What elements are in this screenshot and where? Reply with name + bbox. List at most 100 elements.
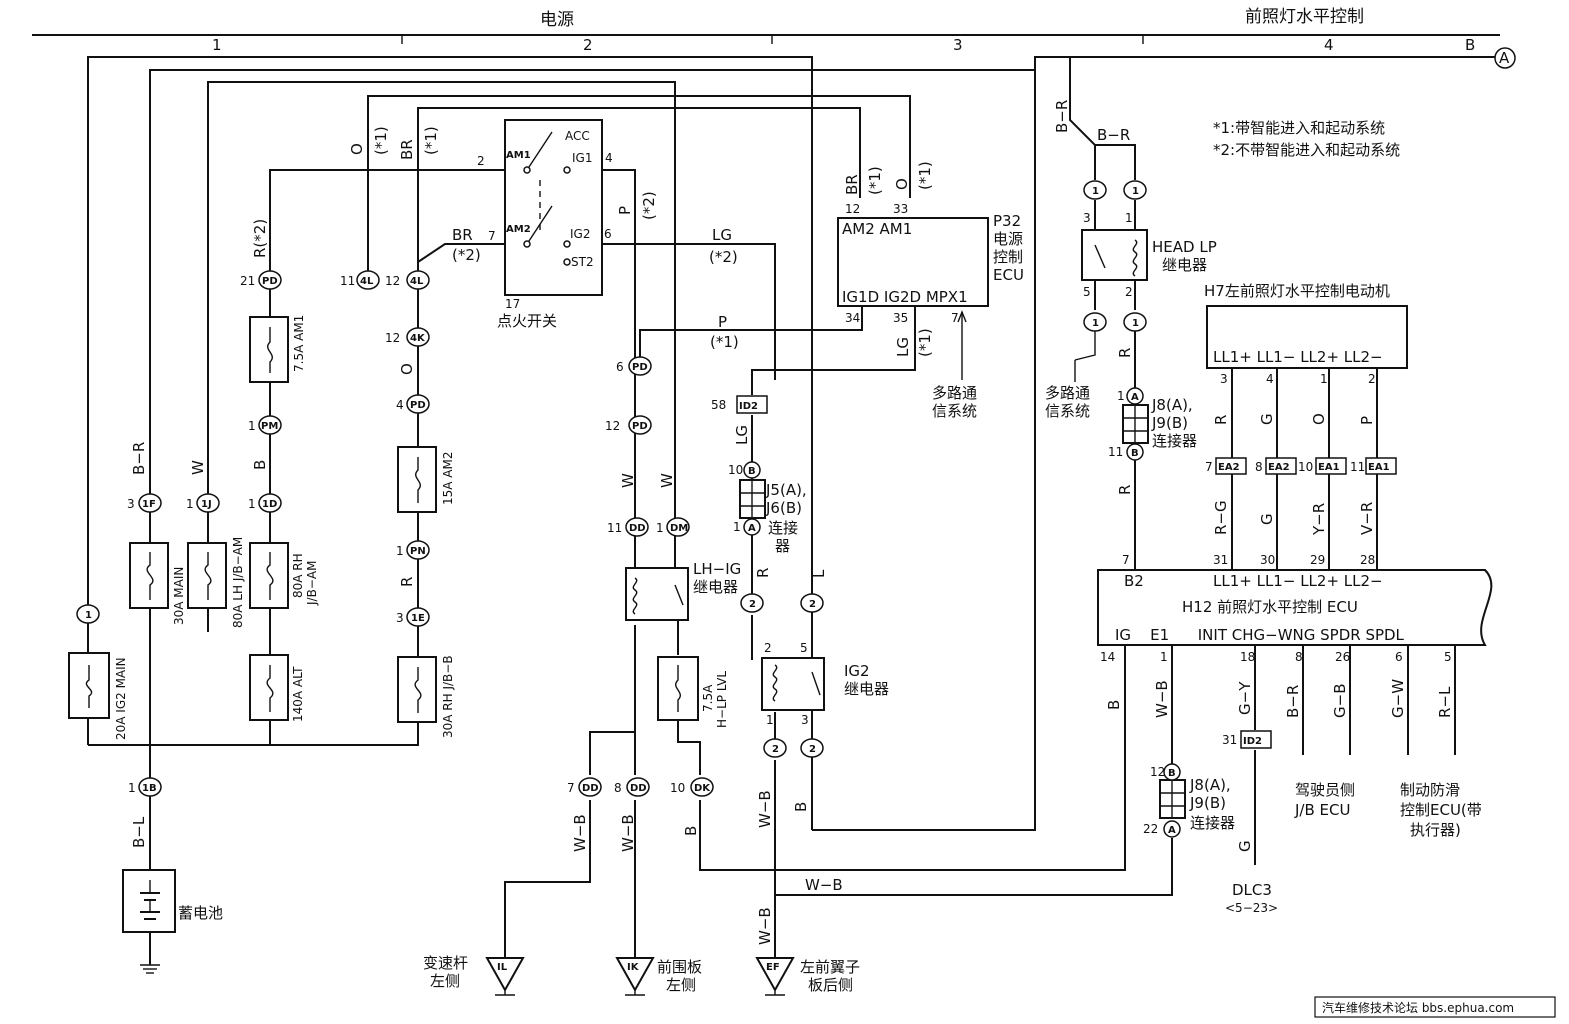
h7-motor-box: [1206, 305, 1408, 369]
multiplex-2-l2: 信系统: [1045, 402, 1090, 420]
ig-switch-acc: ACC: [565, 129, 590, 143]
conn-2-752: 2: [740, 593, 764, 613]
svg-text:R: R: [754, 568, 772, 578]
power-ecu-box: [837, 217, 989, 307]
svg-text:2: 2: [772, 744, 779, 755]
svg-text:(*1): (*1): [422, 126, 440, 155]
ground-ef-code: EF: [766, 962, 780, 973]
h12-bottom-pins: IG E1 INIT CHG−WNG SPDR SPDL: [1115, 626, 1405, 644]
svg-text:P: P: [718, 313, 727, 331]
svg-text:(*2): (*2): [640, 191, 658, 220]
fuse-label-lh-jb: 80A LH J/B−AM: [231, 537, 245, 628]
svg-text:P: P: [616, 206, 634, 215]
ground-ef: EF 左前翼子 板后侧: [755, 957, 860, 996]
fuse-label-alt: 140A ALT: [291, 666, 305, 722]
conn-PD-4: PD4: [396, 394, 430, 414]
power-ecu: AM2 AM1 IG1D IG2D MPX1 12 33 34 35 7 P32…: [837, 202, 1024, 325]
head-lp-relay: 3 1 5 2 HEAD LP 继电器: [1081, 211, 1217, 299]
fuse-label-hlp-2: H−LP LVL: [715, 671, 729, 728]
svg-text:W−B: W−B: [756, 790, 774, 828]
svg-text:W−B: W−B: [805, 876, 843, 894]
head-lp-name: HEAD LP: [1152, 238, 1217, 256]
j8-top-label-b: J9(B): [1151, 414, 1188, 432]
svg-text:LG: LG: [894, 337, 912, 357]
wire-b-label-top: B: [1465, 36, 1475, 54]
svg-text:EA1: EA1: [1368, 462, 1390, 473]
svg-text:1: 1: [656, 521, 664, 535]
ig2-relay: 2 5 1 3 IG2 继电器: [761, 641, 889, 727]
column-2: 2: [583, 36, 593, 54]
svg-text:O: O: [398, 363, 416, 375]
h12-pin-30: 30: [1260, 553, 1275, 567]
svg-text:EA1: EA1: [1318, 462, 1340, 473]
svg-text:R: R: [398, 577, 416, 587]
svg-text:11: 11: [340, 274, 355, 288]
watermark-text: 汽车维修技术论坛 bbs.ephua.com: [1322, 1000, 1514, 1015]
h7-pin-2: 2: [1368, 372, 1376, 386]
svg-text:4L: 4L: [360, 276, 374, 287]
svg-text:O: O: [1310, 413, 1328, 425]
power-ecu-pins-bottom: IG1D IG2D MPX1: [842, 288, 968, 306]
j8-bot-b-label: B: [1168, 768, 1176, 779]
conn-1F: 1F3: [127, 493, 162, 513]
ig2-pin-1: 1: [766, 713, 774, 727]
svg-text:R−G: R−G: [1212, 500, 1230, 535]
note-1: *1:带智能进入和起动系统: [1213, 119, 1385, 137]
fuse-rh-jb: [249, 542, 289, 609]
j5-label-c1: 连接: [768, 519, 798, 537]
watermark: 汽车维修技术论坛 bbs.ephua.com: [1314, 996, 1556, 1018]
power-ecu-name-2: 控制: [993, 248, 1023, 266]
svg-text:1: 1: [1092, 318, 1099, 329]
ig-switch-pin-7: 7: [488, 229, 496, 243]
h12-top-pins: LL1+ LL1− LL2+ LL2−: [1213, 572, 1383, 590]
conn-1-left: 1: [76, 604, 100, 624]
ignition-switch: 2 AM1 ACC IG1 4 7 AM2 IG2 6 ST2 17 点火开关: [477, 119, 613, 330]
svg-text:1: 1: [128, 781, 136, 795]
h12-ecu-box: [1097, 569, 1493, 646]
svg-text:58: 58: [711, 398, 726, 412]
j5-pin-1: 1: [733, 520, 741, 534]
j8-bot-label-c: 连接器: [1190, 814, 1235, 832]
h12-pin-31: 31: [1213, 553, 1228, 567]
svg-text:G: G: [1258, 513, 1276, 525]
j5-label-c2: 器: [775, 537, 790, 555]
conn-4L-11: 4L 11: [340, 270, 380, 290]
svg-text:(*1): (*1): [866, 166, 884, 195]
ground-il-label-1: 变速杆: [423, 954, 468, 972]
svg-text:W: W: [619, 473, 637, 488]
svg-text:1: 1: [248, 419, 256, 433]
h12-b2: B2: [1124, 572, 1144, 590]
ig-switch-pin-4: 4: [605, 151, 613, 165]
header: 电源 前照灯水平控制 1 2 3 4 B A: [32, 7, 1516, 69]
multiplex-1-l1: 多路通: [932, 384, 977, 402]
j8-top-pin-11: 11: [1108, 445, 1123, 459]
battery: 蓄电池: [122, 869, 223, 974]
conn-DD-7: DD7: [567, 777, 602, 797]
svg-text:W−B: W−B: [571, 814, 589, 852]
multiplex-2-l1: 多路通: [1045, 384, 1090, 402]
svg-text:7: 7: [567, 781, 575, 795]
head-lp-pin-2: 2: [1125, 285, 1133, 299]
svg-text:G−B: G−B: [1331, 684, 1349, 718]
h12-pin-6: 6: [1395, 650, 1403, 664]
h7-pin-1: 1: [1320, 372, 1328, 386]
svg-text:B: B: [251, 460, 269, 470]
svg-text:(*2): (*2): [452, 246, 481, 264]
svg-text:1: 1: [1092, 186, 1099, 197]
svg-text:1J: 1J: [201, 499, 212, 510]
note-2: *2:不带智能进入和起动系统: [1213, 141, 1400, 159]
fuse-ig2-main: [68, 652, 110, 719]
svg-text:DD: DD: [630, 783, 647, 794]
abs-ecu-l1: 制动防滑: [1400, 781, 1460, 799]
power-ecu-pin-34: 34: [845, 311, 860, 325]
lh-ig-relay: LH−IG 继电器: [625, 560, 741, 621]
j5-label-b: J6(B): [765, 499, 802, 517]
svg-text:10: 10: [670, 781, 685, 795]
head-lp-pin-1: 1: [1125, 211, 1133, 225]
ground-ef-label-1: 左前翼子: [800, 958, 860, 976]
